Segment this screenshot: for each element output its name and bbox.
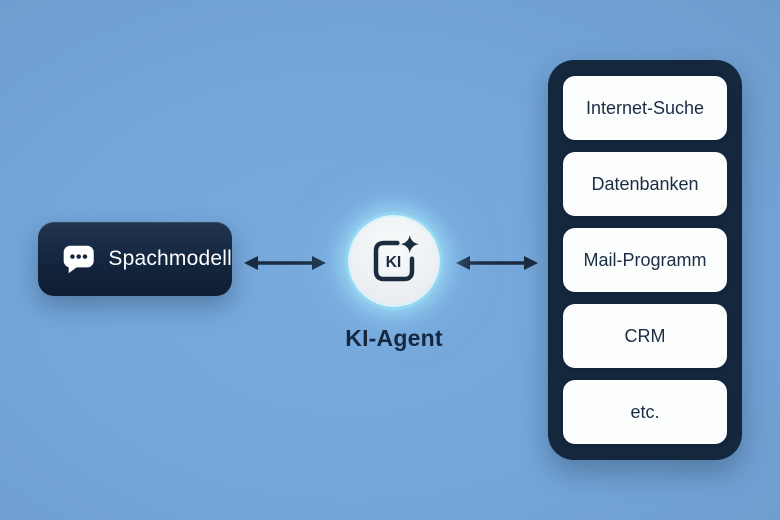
arrow-left-to-agent (244, 256, 326, 270)
tool-label: Datenbanken (591, 173, 699, 194)
tool-crm: CRM (563, 304, 727, 368)
ki-icon-text: KI (386, 254, 402, 271)
arrow-agent-to-tools (456, 256, 538, 270)
tool-label: etc. (630, 401, 660, 422)
tools-panel: Internet-Suche Datenbanken Mail-Programm… (548, 60, 742, 460)
tool-mail-programm: Mail-Programm (563, 228, 727, 292)
ki-agent-node: KI (348, 215, 440, 307)
ki-sparkle-icon: KI (373, 235, 419, 282)
ki-agent-label: KI-Agent (345, 325, 443, 351)
tool-label: Mail-Programm (583, 249, 707, 270)
language-model-node: Spachmodell (38, 222, 232, 296)
tool-label: Internet-Suche (585, 97, 705, 118)
chat-bubble-icon (63, 245, 94, 273)
tool-etc: etc. (563, 380, 727, 444)
tool-label: CRM (624, 325, 666, 346)
language-model-label: Spachmodell (108, 247, 232, 270)
tool-datenbanken: Datenbanken (563, 152, 727, 216)
tool-internet-suche: Internet-Suche (563, 76, 727, 140)
